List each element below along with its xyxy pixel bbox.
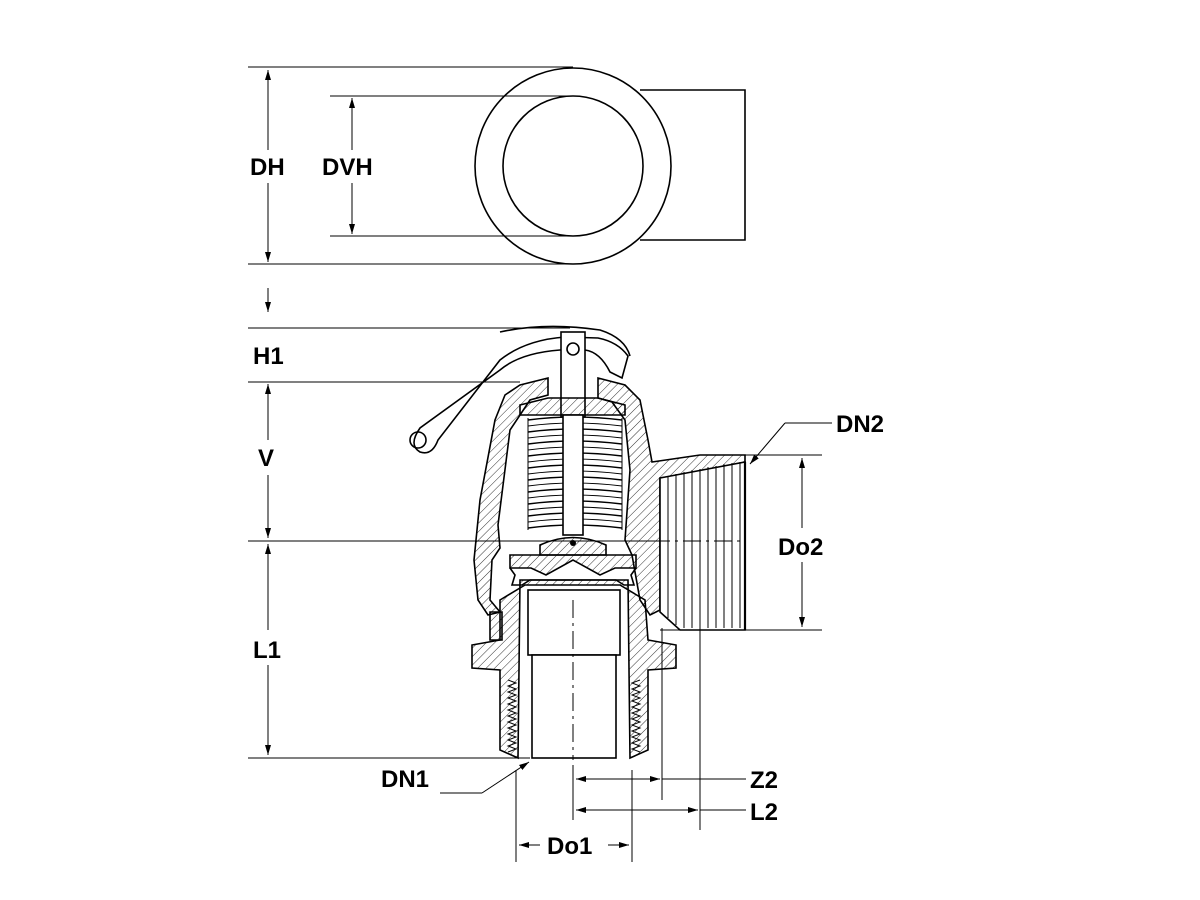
bottom-dimensions [440,618,746,862]
label-do1: Do1 [547,833,592,860]
label-dh: DH [250,154,285,181]
spindle-pin [566,342,580,356]
label-do2: Do2 [778,534,823,561]
body-left-wall [473,376,549,616]
top-view [248,66,746,265]
top-view-inner-circle [502,95,644,237]
inlet-nozzle [471,579,677,760]
label-dn1: DN1 [381,766,429,793]
label-l2: L2 [750,799,778,826]
top-view-outlet-body [640,89,746,241]
label-z2: Z2 [750,767,778,794]
top-view-outer-circle [474,67,672,265]
lever-hole [409,431,427,449]
section-view [409,325,747,760]
upper-spring-plate [519,397,626,416]
nozzle-lower-bore [531,654,617,759]
inlet-thread [506,679,642,753]
nozzle-upper-bore [527,589,621,656]
label-l1: L1 [253,637,281,664]
label-h1: H1 [253,343,284,370]
label-v: V [258,445,274,472]
right-dimensions [660,422,832,631]
spindle [562,414,584,536]
label-dn2: DN2 [836,411,884,438]
valve-disc [539,536,607,556]
label-dvh: DVH [322,154,373,181]
disc-holder [509,554,637,576]
lever-handle [413,336,629,454]
outlet-thread-lines [667,462,741,628]
